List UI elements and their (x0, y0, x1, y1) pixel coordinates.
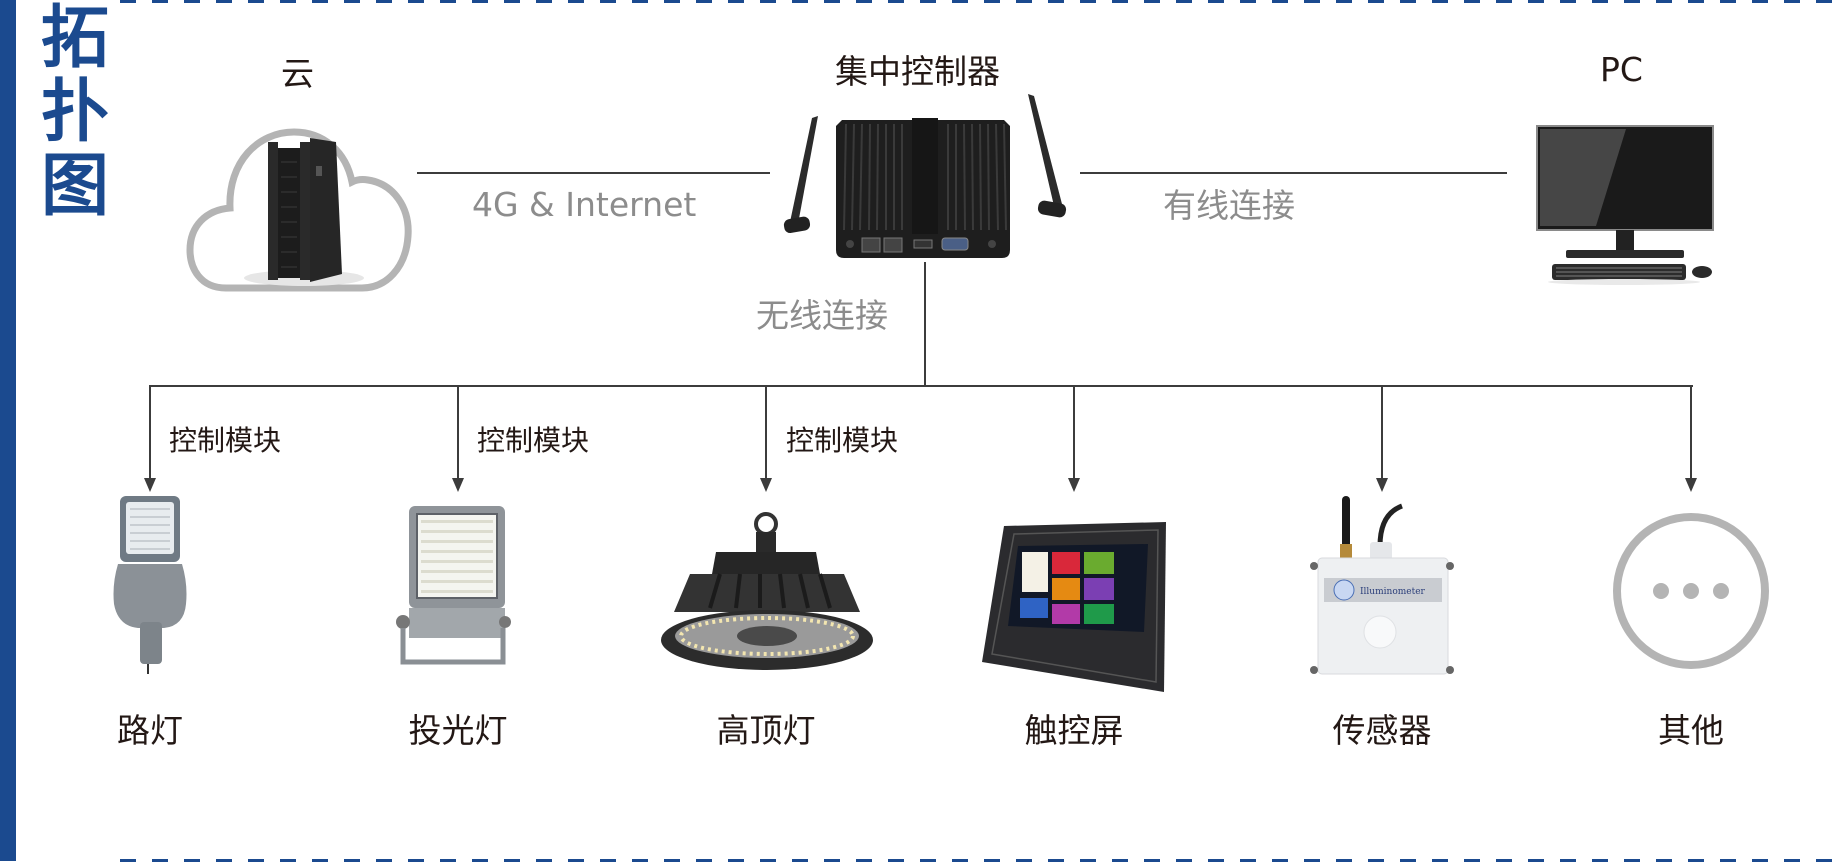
pc-label: PC (1600, 50, 1643, 89)
arrow-down-icon (760, 386, 772, 492)
arrow-down-icon (1685, 386, 1697, 492)
illuminance-sensor-icon: Illuminometer (1310, 494, 1454, 678)
bottom-dashed-border (120, 859, 1841, 862)
device-label-high-bay-light: 高顶灯 (716, 711, 816, 750)
device-label-street-light: 路灯 (117, 711, 183, 750)
more-icon (1612, 512, 1770, 670)
connection-label-wired: 有线连接 (1163, 186, 1295, 225)
sensor-device-text: Illuminometer (1360, 587, 1426, 597)
device-label-flood-light: 投光灯 (408, 711, 508, 750)
cloud-server-icon (186, 102, 414, 294)
control-module-label: 控制模块 (477, 424, 590, 457)
top-dashed-border (120, 0, 1841, 3)
control-module-label: 控制模块 (169, 424, 282, 457)
arrow-down-icon (452, 386, 464, 492)
connection-line-cloud-controller (417, 172, 770, 174)
arrow-down-icon (1068, 386, 1080, 492)
mini-pc-controller-icon (776, 90, 1076, 262)
control-module-label: 控制模块 (786, 424, 899, 457)
device-bus-line (149, 385, 1693, 387)
street-light-icon (108, 494, 192, 676)
connection-label-wireless: 无线连接 (756, 296, 888, 335)
device-label-touchscreen: 触控屏 (1024, 711, 1124, 750)
controller-label: 集中控制器 (835, 52, 1000, 91)
device-label-sensor: 传感器 (1332, 711, 1432, 750)
cloud-label: 云 (281, 54, 314, 93)
title-char: 图 (40, 147, 109, 226)
arrow-down-icon (144, 386, 156, 492)
arrow-down-icon (1376, 386, 1388, 492)
desktop-computer-icon (1534, 124, 1718, 286)
connection-line-controller-bus (924, 262, 926, 387)
high-bay-light-icon (660, 512, 874, 674)
touchscreen-icon (978, 522, 1168, 696)
device-label-other: 其他 (1658, 711, 1724, 750)
title-char: 拓 (40, 0, 109, 78)
connection-line-controller-pc (1080, 172, 1507, 174)
title-char: 扑 (40, 73, 109, 152)
connection-label-4g-internet: 4G & Internet (472, 185, 697, 224)
accent-bar (0, 0, 16, 861)
page-title: 拓 扑 图 (38, 2, 112, 224)
flood-light-icon (395, 504, 511, 666)
